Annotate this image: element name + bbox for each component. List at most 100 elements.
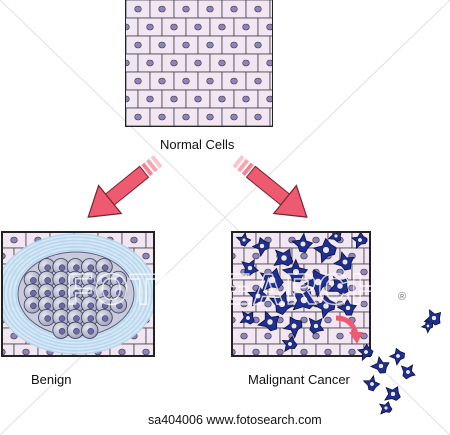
cancer-cell xyxy=(251,236,270,257)
cancer-cell xyxy=(281,258,309,283)
cell xyxy=(137,89,163,109)
cancer-cell xyxy=(336,297,357,316)
cancer-cell xyxy=(369,355,390,374)
benign-cell xyxy=(81,296,99,314)
cancer-cell xyxy=(400,364,416,380)
benign-cell xyxy=(38,308,56,327)
normal-cells-panel xyxy=(125,0,273,127)
cell xyxy=(221,107,247,126)
cell xyxy=(257,53,272,73)
cell xyxy=(351,263,370,281)
cell xyxy=(257,89,272,109)
benign-cell xyxy=(23,296,41,314)
cell xyxy=(197,0,223,19)
malignant-cancer-label: Malignant Cancer xyxy=(248,372,350,387)
cancer-cell xyxy=(235,232,252,247)
cell xyxy=(269,71,272,91)
benign-panel xyxy=(1,231,155,357)
cell xyxy=(269,107,272,126)
cell xyxy=(173,35,199,55)
normal-cells-label: Normal Cells xyxy=(160,137,235,152)
cell xyxy=(363,279,370,297)
cancer-cell xyxy=(420,319,434,334)
cell xyxy=(245,107,271,126)
cell xyxy=(137,53,163,73)
cell xyxy=(209,17,235,37)
cell xyxy=(363,311,370,329)
cell xyxy=(126,89,139,109)
cancer-cell xyxy=(328,275,349,295)
cell xyxy=(126,17,139,37)
cell xyxy=(161,89,187,109)
cancer-cell xyxy=(356,343,374,362)
benign-cell xyxy=(52,308,70,327)
benign-cell xyxy=(52,321,70,339)
benign-cell xyxy=(81,258,99,276)
cancer-cell xyxy=(281,335,298,353)
cell xyxy=(197,71,223,91)
cell xyxy=(137,17,163,37)
cell xyxy=(161,53,187,73)
benign-cell xyxy=(109,270,128,289)
cell xyxy=(209,89,235,109)
cancer-cell xyxy=(303,269,329,298)
benign-cell xyxy=(66,296,85,314)
metastasis-arrow-icon xyxy=(335,315,363,344)
cell xyxy=(126,71,151,91)
benign-cell xyxy=(52,258,70,276)
cell xyxy=(145,327,154,345)
cancer-cell xyxy=(257,310,280,332)
cell xyxy=(126,35,151,55)
cell xyxy=(245,35,271,55)
cancer-cell xyxy=(247,285,268,307)
cancer-cell xyxy=(362,374,381,392)
cell xyxy=(327,327,353,345)
cell xyxy=(173,71,199,91)
cancer-cell xyxy=(350,232,368,250)
cancer-cell xyxy=(241,258,259,277)
cell xyxy=(209,53,235,73)
cell xyxy=(149,35,175,55)
cell xyxy=(243,343,269,356)
benign-cell xyxy=(52,283,70,301)
metastasizing-cells xyxy=(356,309,442,415)
cell xyxy=(173,107,199,126)
cancer-cell xyxy=(292,288,316,311)
cell xyxy=(257,17,272,37)
cell xyxy=(363,247,370,265)
cell xyxy=(232,327,257,345)
benign-cell xyxy=(109,296,128,314)
cell xyxy=(221,35,247,55)
cell xyxy=(185,53,211,73)
cancer-cell xyxy=(378,401,393,415)
arrow-left-down-icon xyxy=(87,155,163,218)
cell xyxy=(145,232,154,249)
cancer-cell xyxy=(313,294,336,319)
cell xyxy=(13,343,39,356)
cell xyxy=(245,0,271,19)
cell xyxy=(233,89,259,109)
arrow-right-down-icon xyxy=(232,155,308,218)
cancer-cell xyxy=(239,310,255,325)
benign-cell xyxy=(109,283,128,301)
cell xyxy=(149,0,175,19)
cell xyxy=(233,17,259,37)
benign-label: Benign xyxy=(31,372,72,387)
cell xyxy=(233,53,259,73)
benign-cell xyxy=(52,270,70,289)
cell xyxy=(185,89,211,109)
cell xyxy=(269,35,272,55)
cell xyxy=(149,71,175,91)
benign-cell xyxy=(81,270,99,289)
cancer-cell xyxy=(327,232,342,242)
cell xyxy=(149,107,175,126)
cancer-cell xyxy=(259,267,284,292)
cell xyxy=(121,232,147,249)
cancer-cell xyxy=(332,251,355,271)
benign-cell xyxy=(66,321,85,339)
cell xyxy=(245,71,271,91)
cell xyxy=(126,107,151,126)
cancer-cell xyxy=(291,232,314,253)
cancer-cell xyxy=(308,317,325,334)
